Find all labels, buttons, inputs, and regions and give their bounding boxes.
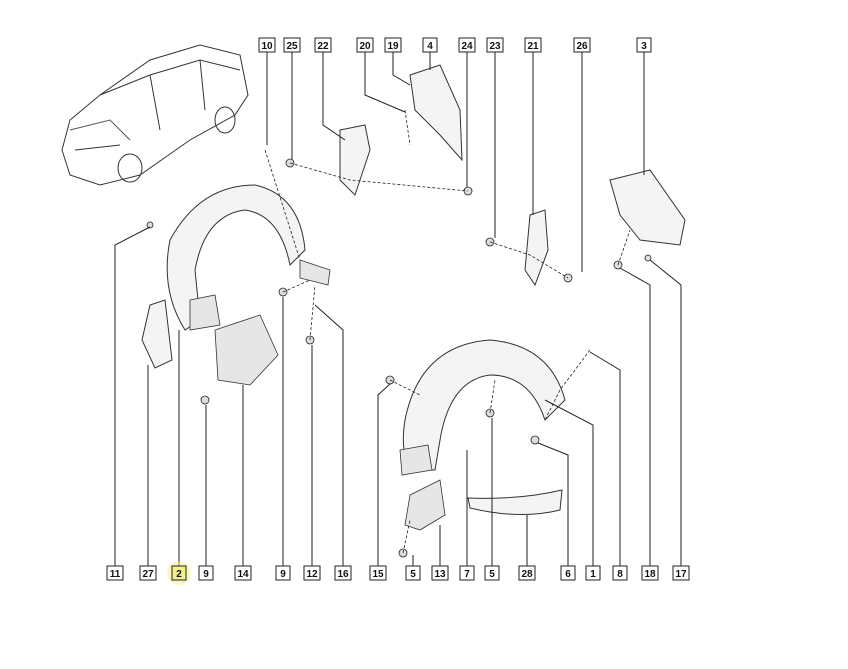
part-label-11[interactable]: 11 bbox=[106, 565, 124, 581]
part-label-9[interactable]: 9 bbox=[198, 565, 214, 581]
svg-text:5: 5 bbox=[410, 569, 416, 580]
svg-text:2: 2 bbox=[176, 569, 182, 580]
part-13-shape bbox=[404, 479, 446, 531]
svg-text:24: 24 bbox=[461, 41, 473, 52]
svg-text:9: 9 bbox=[203, 569, 209, 580]
bottom-labels: 11 27 2 9 14 9 12 16 15 5 13 7 5 28 6 1 … bbox=[106, 561, 690, 585]
svg-text:9: 9 bbox=[280, 569, 286, 580]
part-label-19[interactable]: 19 bbox=[384, 37, 402, 53]
part-label-16[interactable]: 16 bbox=[334, 565, 352, 581]
svg-text:28: 28 bbox=[521, 569, 533, 580]
part-label-7[interactable]: 7 bbox=[459, 565, 475, 581]
svg-text:15: 15 bbox=[372, 569, 384, 580]
svg-text:1: 1 bbox=[590, 569, 596, 580]
svg-text:27: 27 bbox=[142, 569, 154, 580]
part-label-5b[interactable]: 5 bbox=[484, 565, 500, 581]
part-label-18[interactable]: 18 bbox=[641, 565, 659, 581]
part-label-2-highlighted[interactable]: 2 bbox=[171, 565, 187, 581]
part-label-6[interactable]: 6 bbox=[560, 565, 576, 581]
part-label-26[interactable]: 26 bbox=[573, 37, 591, 53]
svg-text:13: 13 bbox=[434, 569, 446, 580]
part-label-8[interactable]: 8 bbox=[612, 565, 628, 581]
svg-text:19: 19 bbox=[387, 41, 399, 52]
svg-text:26: 26 bbox=[576, 41, 588, 52]
svg-text:3: 3 bbox=[641, 41, 647, 52]
svg-text:16: 16 bbox=[337, 569, 349, 580]
svg-text:7: 7 bbox=[464, 569, 470, 580]
svg-text:6: 6 bbox=[565, 569, 571, 580]
part-label-17[interactable]: 17 bbox=[672, 565, 690, 581]
part-14-shape bbox=[214, 314, 279, 386]
part-label-22[interactable]: 22 bbox=[314, 37, 332, 53]
svg-text:14: 14 bbox=[237, 569, 249, 580]
svg-text:12: 12 bbox=[306, 569, 318, 580]
svg-text:17: 17 bbox=[675, 569, 687, 580]
svg-text:18: 18 bbox=[644, 569, 656, 580]
part-label-28[interactable]: 28 bbox=[518, 565, 536, 581]
part-label-4[interactable]: 4 bbox=[422, 37, 438, 53]
leader-lines bbox=[114, 52, 682, 566]
part-label-1[interactable]: 1 bbox=[585, 565, 601, 581]
part-label-24[interactable]: 24 bbox=[458, 37, 476, 53]
svg-text:25: 25 bbox=[286, 41, 298, 52]
svg-text:10: 10 bbox=[261, 41, 273, 52]
svg-text:20: 20 bbox=[359, 41, 371, 52]
part-27-shape bbox=[141, 299, 173, 369]
part-21-shape bbox=[524, 209, 549, 287]
part-label-23[interactable]: 23 bbox=[486, 37, 504, 53]
svg-text:8: 8 bbox=[617, 569, 623, 580]
svg-text:21: 21 bbox=[527, 41, 539, 52]
car-thumbnail bbox=[61, 44, 249, 186]
part-label-5[interactable]: 5 bbox=[405, 565, 421, 581]
part-22-shape bbox=[339, 124, 371, 196]
part-4-shape bbox=[409, 64, 463, 162]
top-labels: 10 25 22 20 19 4 24 23 21 26 3 bbox=[258, 37, 652, 53]
svg-text:22: 22 bbox=[317, 41, 329, 52]
svg-text:11: 11 bbox=[110, 569, 121, 580]
rear-wheel-arch-liner bbox=[399, 339, 566, 476]
assembly-lines bbox=[264, 109, 631, 554]
clips bbox=[146, 158, 652, 558]
part-label-3[interactable]: 3 bbox=[636, 37, 652, 53]
part-28-shape bbox=[467, 489, 563, 515]
part-label-20[interactable]: 20 bbox=[356, 37, 374, 53]
svg-text:23: 23 bbox=[489, 41, 501, 52]
part-label-14[interactable]: 14 bbox=[234, 565, 252, 581]
part-label-12[interactable]: 12 bbox=[303, 565, 321, 581]
svg-text:4: 4 bbox=[427, 41, 433, 52]
part-label-25[interactable]: 25 bbox=[283, 37, 301, 53]
svg-text:5: 5 bbox=[489, 569, 495, 580]
part-label-10[interactable]: 10 bbox=[258, 37, 276, 53]
part-label-13[interactable]: 13 bbox=[431, 565, 449, 581]
part-label-9b[interactable]: 9 bbox=[275, 565, 291, 581]
part-label-15[interactable]: 15 bbox=[369, 565, 387, 581]
part-label-21[interactable]: 21 bbox=[524, 37, 542, 53]
front-wheel-arch-liner bbox=[166, 184, 331, 331]
part-label-27[interactable]: 27 bbox=[139, 565, 157, 581]
part-3-shape bbox=[609, 169, 686, 246]
